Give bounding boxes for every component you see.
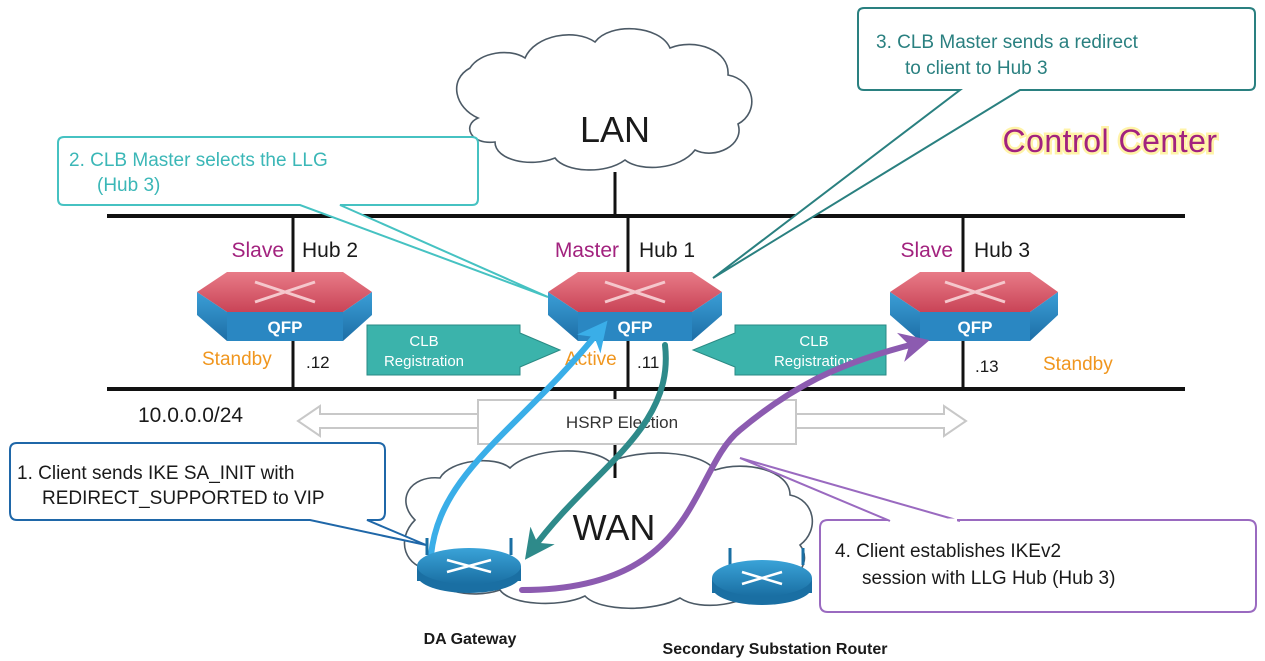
flow-step4-arrow (519, 332, 930, 593)
hub-1-ip: .11 (637, 353, 659, 372)
hub-3-name: Hub 3 (974, 239, 1030, 262)
flows (428, 320, 930, 593)
callout-4-line2: session with LLG Hub (Hub 3) (862, 568, 1115, 589)
wan-label: WAN (573, 507, 656, 548)
lan-cloud: LAN (455, 27, 753, 171)
hsrp-election-label: HSRP Election (566, 413, 678, 432)
lan-label: LAN (580, 109, 650, 150)
callout-2-line2: (Hub 3) (97, 175, 160, 196)
clb-right-line2: Registration (774, 353, 854, 370)
control-center-label-group: Control Center (1000, 121, 1220, 162)
hub-1-router-icon: QFP (548, 272, 722, 341)
hub-3-state: Standby (1043, 354, 1113, 375)
subnet-label: 10.0.0.0/24 (138, 404, 243, 427)
da-gateway-router: DA Gateway (417, 538, 521, 648)
hub-3-ip: .13 (975, 357, 999, 376)
flow-step3-arrow (524, 342, 669, 560)
da-gateway-label: DA Gateway (424, 631, 517, 648)
flow-step1-arrow (428, 320, 608, 558)
hub-3-chip-label: QFP (958, 318, 993, 337)
hub-2-ip: .12 (306, 353, 330, 372)
callout-3-line2: to client to Hub 3 (905, 58, 1048, 79)
hub-1-name: Hub 1 (639, 239, 695, 262)
control-center-label: Control Center (1002, 123, 1217, 159)
callout-step-1: 1. Client sends IKE SA_INIT with REDIREC… (9, 442, 427, 546)
callout-step-3: 3. CLB Master sends a redirect to client… (712, 7, 1256, 279)
hub-2: Slave Hub 2 QFP Standby .12 (197, 239, 372, 372)
hub-3-role: Slave (900, 239, 953, 262)
clb-left-line1: CLB (409, 333, 438, 350)
hub-3: Slave Hub 3 QFP .13 Standby (890, 239, 1113, 376)
hub-1-chip-label: QFP (618, 318, 653, 337)
hub-2-role: Slave (231, 239, 284, 262)
callout-4-line1: 4. Client establishes IKEv2 (835, 541, 1061, 562)
hub-2-state: Standby (202, 349, 272, 370)
callout-1-line2: REDIRECT_SUPPORTED to VIP (42, 488, 325, 509)
clb-registration-arrow-left: CLB Registration (366, 324, 562, 376)
clb-registration-arrow-right: CLB Registration (691, 324, 887, 376)
hub-3-router-icon: QFP (890, 272, 1058, 341)
callout-1-line1: 1. Client sends IKE SA_INIT with (17, 463, 294, 484)
hub-2-chip-label: QFP (268, 318, 303, 337)
hub-2-router-icon: QFP (197, 272, 372, 341)
callout-3-line1: 3. CLB Master sends a redirect (876, 32, 1139, 53)
hub-1: Master Hub 1 QFP Active .11 (548, 239, 722, 372)
hub-2-name: Hub 2 (302, 239, 358, 262)
secondary-substation-router: Secondary Substation Router (663, 548, 888, 658)
clb-left-line2: Registration (384, 353, 464, 370)
callout-step-4: 4. Client establishes IKEv2 session with… (739, 457, 1257, 613)
callout-step-2: 2. CLB Master selects the LLG (Hub 3) (57, 136, 549, 298)
secondary-router-label: Secondary Substation Router (663, 641, 888, 658)
hub-1-role: Master (555, 239, 619, 262)
clb-right-line1: CLB (799, 333, 828, 350)
callout-2-line1: 2. CLB Master selects the LLG (69, 150, 328, 171)
